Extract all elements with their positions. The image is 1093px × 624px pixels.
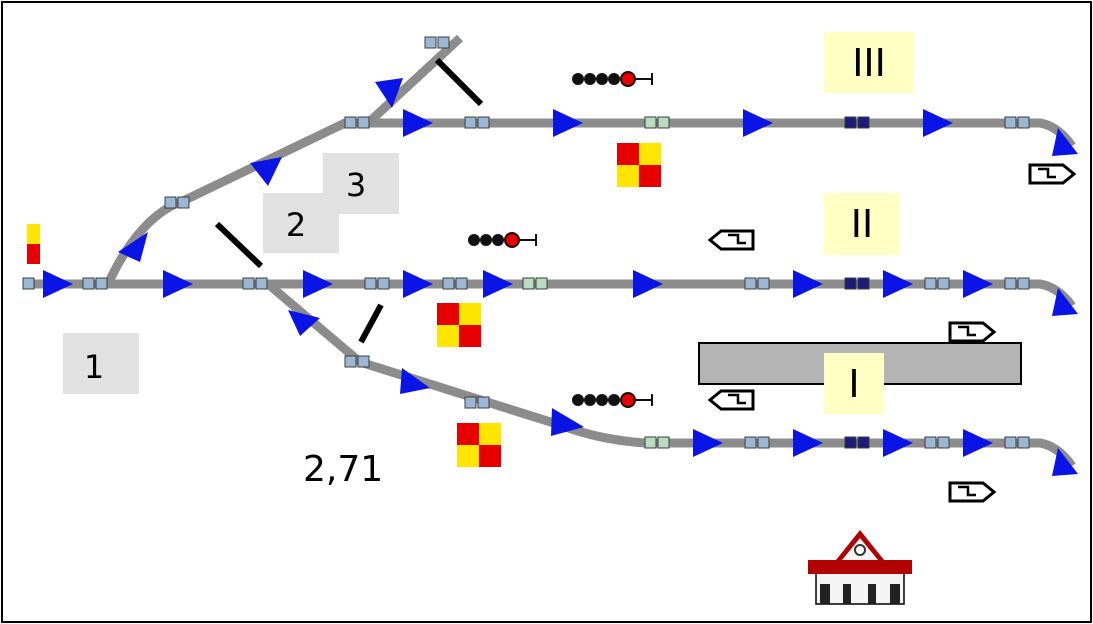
end-signal [27, 224, 40, 264]
direction-arrow [793, 270, 823, 298]
zone-box-3: 3 [323, 153, 399, 214]
block-section [364, 277, 390, 290]
direction-arrow [553, 109, 583, 137]
direction-arrows [43, 78, 1078, 476]
block-section [522, 277, 548, 290]
block-section [924, 436, 950, 449]
direction-arrow [551, 408, 584, 436]
track-label-3-text: III [852, 41, 886, 85]
direction-arrow [43, 270, 73, 298]
checker-marker [617, 143, 661, 187]
kilometer-marker: 2,71 [303, 449, 383, 490]
block-section [924, 277, 950, 290]
block-section [844, 116, 870, 129]
block-section [464, 396, 490, 409]
block-section [844, 436, 870, 449]
direction-arrow [1052, 128, 1078, 156]
direction-arrow [403, 109, 433, 137]
block-section [464, 116, 490, 129]
direction-arrow [118, 232, 148, 262]
direction-arrow [883, 270, 913, 298]
block-section [164, 196, 190, 209]
track-3-spur [364, 34, 464, 127]
direction-arrow [303, 270, 333, 298]
direction-arrow [743, 109, 773, 137]
track-label-2: II [824, 193, 900, 255]
block-section [22, 277, 35, 290]
direction-arrow [963, 270, 993, 298]
direction-arrow [400, 368, 430, 394]
direction-arrow [250, 157, 282, 186]
station-building-icon [808, 530, 912, 605]
block-section [82, 277, 108, 290]
direction-arrow [288, 310, 320, 336]
switch-bars [214, 57, 484, 344]
block-section [744, 277, 770, 290]
track-label-1: I [824, 353, 884, 414]
zone-label-2: 2 [286, 206, 306, 244]
direction-arrow [793, 429, 823, 457]
track-main [28, 279, 1076, 309]
direction-arrow [403, 270, 433, 298]
direction-arrow [963, 429, 993, 457]
direction-arrow [923, 109, 953, 137]
direction-arrow [375, 78, 403, 108]
checker-marker [437, 303, 481, 347]
signal-track-3 [572, 71, 653, 87]
track-label-3: III [824, 32, 914, 93]
signal-main [468, 232, 537, 248]
signal-track-1 [572, 392, 653, 408]
zone-box-2: 2 [263, 193, 339, 253]
train-tag-left [707, 389, 755, 411]
block-sections [22, 36, 1030, 449]
block-section [242, 277, 268, 290]
train-tag-left [707, 229, 755, 251]
block-section [844, 277, 870, 290]
train-tag-right [1028, 163, 1077, 185]
switch-bar [358, 303, 384, 344]
block-section [344, 116, 370, 129]
block-section [424, 36, 450, 49]
block-section [744, 436, 770, 449]
direction-arrow [1052, 288, 1078, 316]
track-label-2-text: II [851, 202, 873, 246]
block-section [442, 277, 468, 290]
block-section [644, 436, 670, 449]
direction-arrow [883, 429, 913, 457]
train-tag-right [948, 321, 997, 343]
zone-box-1: 1 [63, 333, 139, 394]
zone-label-3: 3 [346, 166, 366, 204]
block-section [1004, 436, 1030, 449]
direction-arrow [633, 270, 663, 298]
direction-arrow [1052, 448, 1078, 476]
checker-marker [457, 423, 501, 467]
zone-label-1: 1 [84, 348, 104, 386]
block-section [644, 116, 670, 129]
direction-arrow [693, 429, 723, 457]
block-section [1004, 116, 1030, 129]
switch-bar [434, 57, 484, 107]
direction-arrow [163, 270, 193, 298]
switch-bar [214, 221, 264, 269]
track-label-1-text: I [848, 362, 859, 406]
block-section [344, 355, 370, 368]
train-tag-right [948, 481, 997, 503]
direction-arrow [483, 270, 513, 298]
block-section [1004, 277, 1030, 290]
